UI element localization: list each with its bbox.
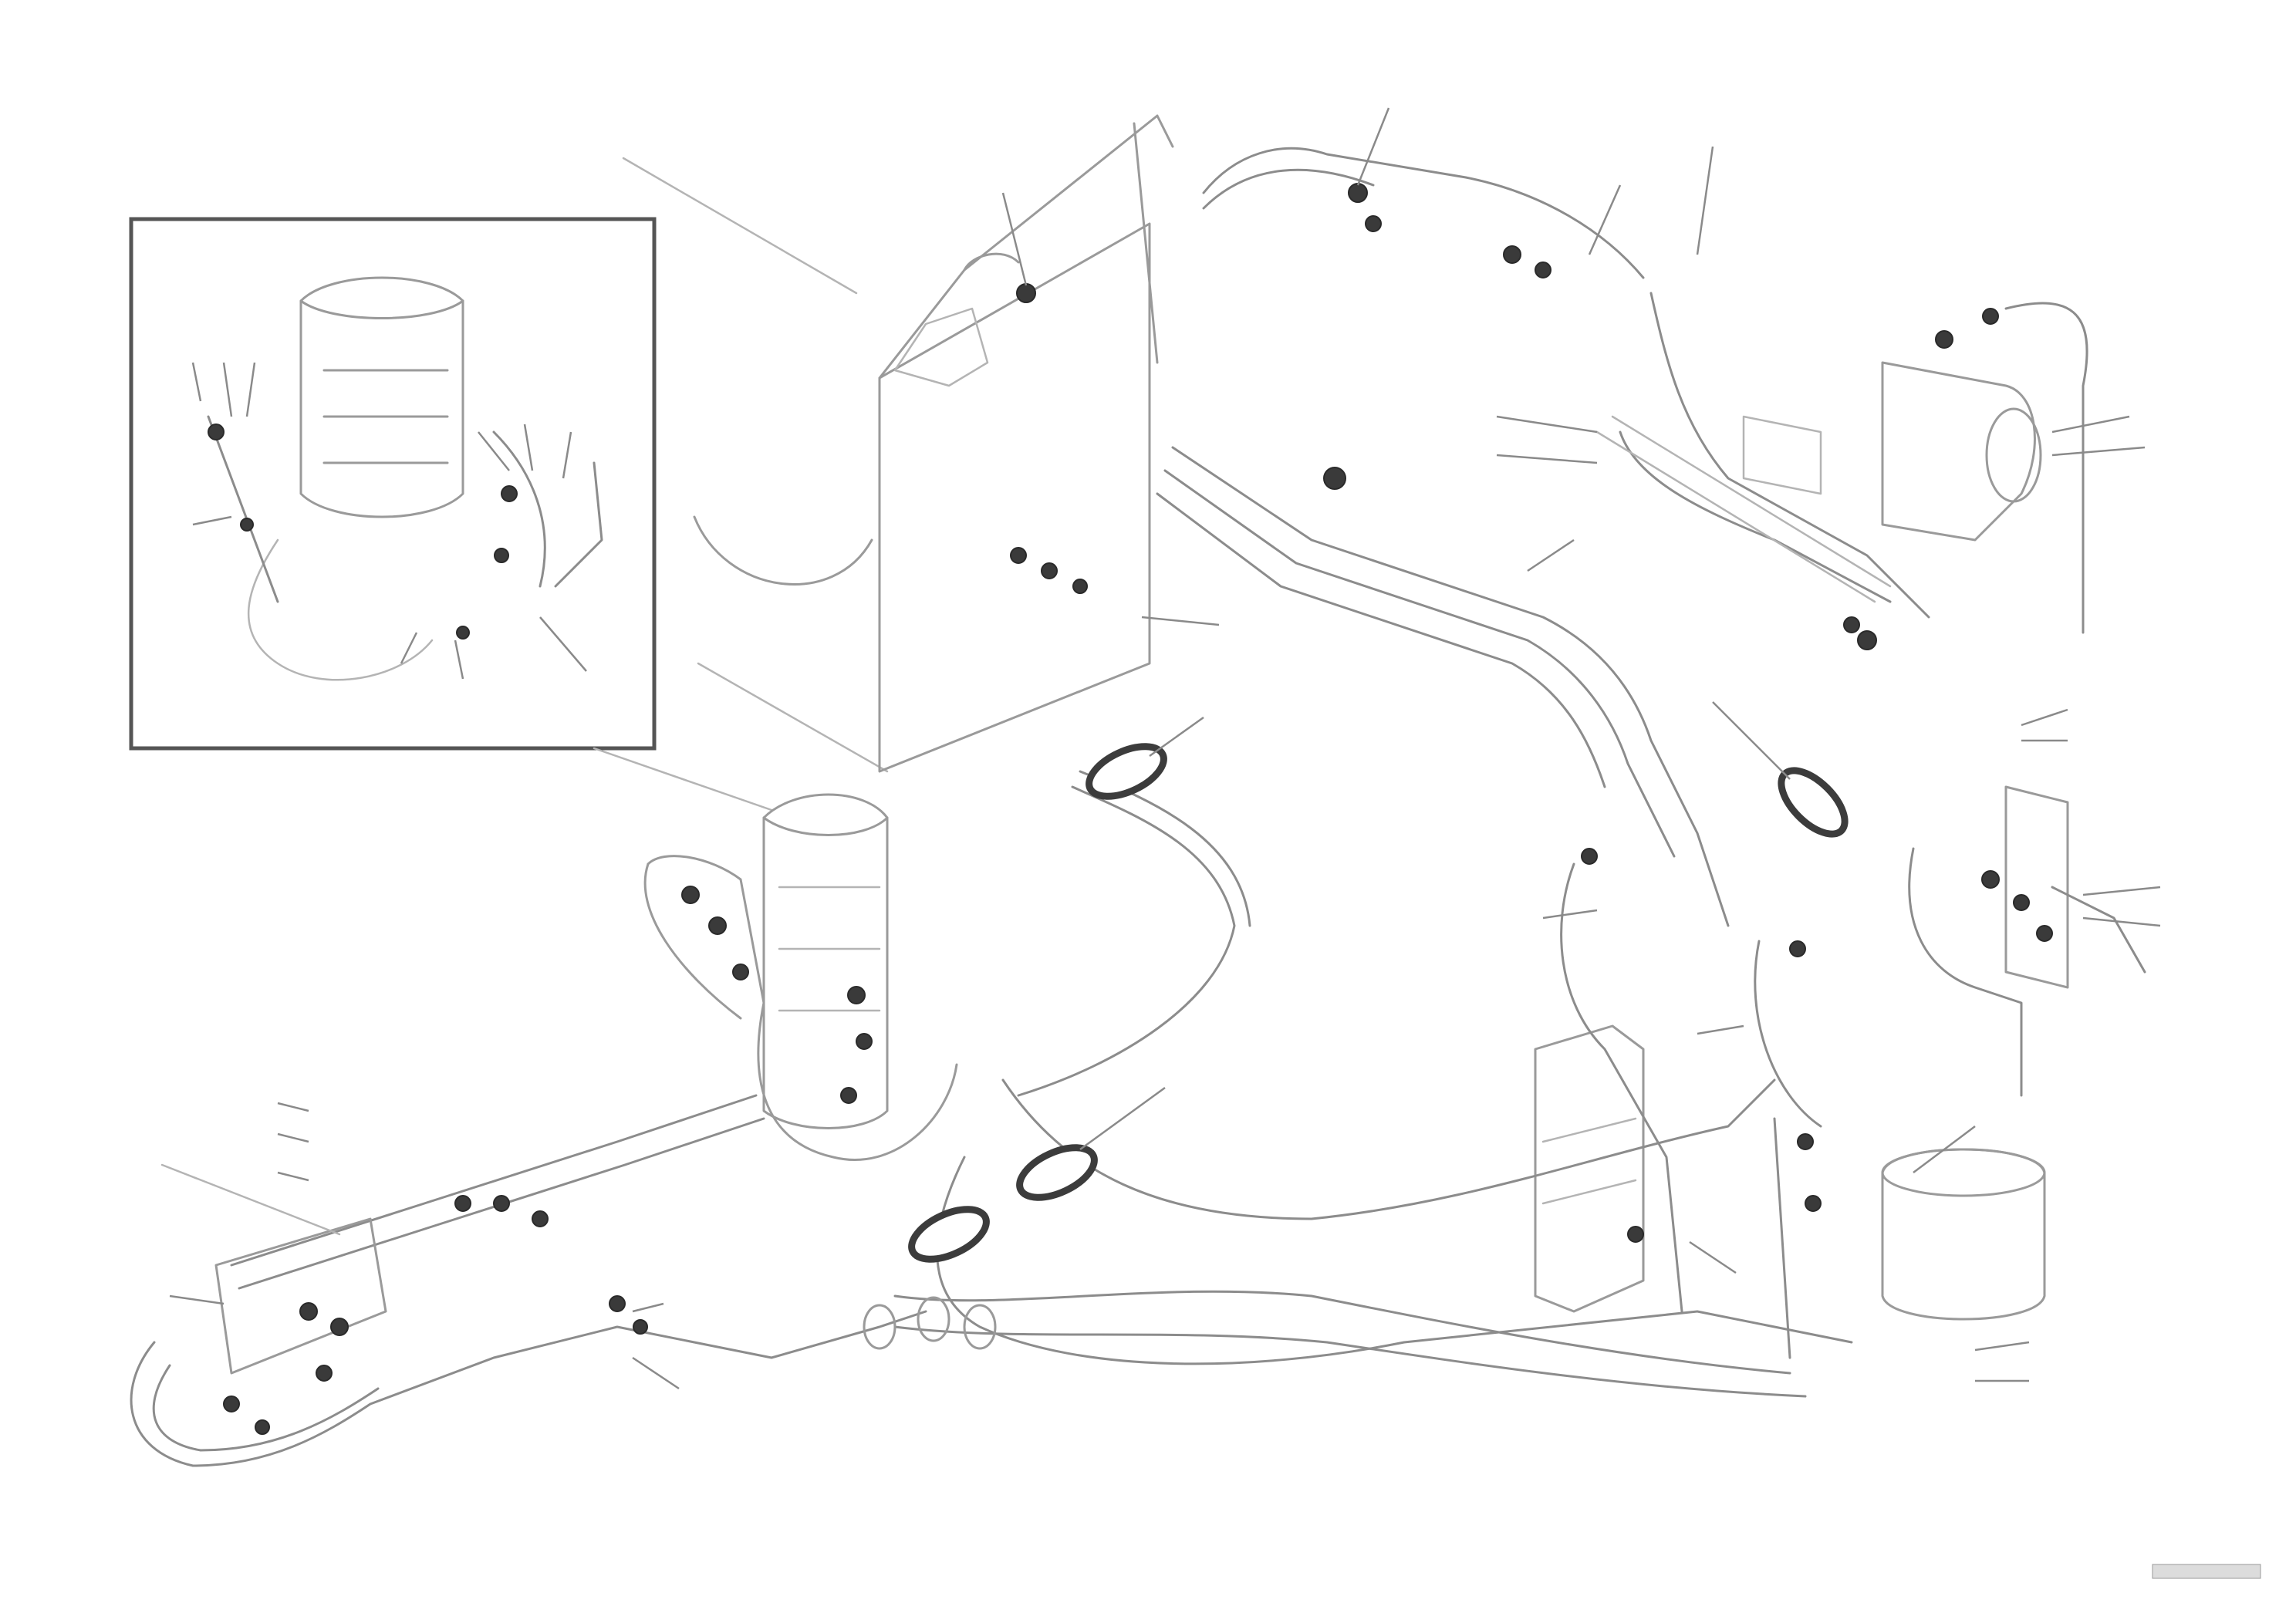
hose-connector bbox=[963, 1304, 997, 1350]
part-callout-leaders bbox=[169, 107, 2161, 1390]
inset-detail-frame bbox=[129, 217, 657, 751]
upper-hose-bundle bbox=[1156, 147, 1930, 927]
left-hose-bundle bbox=[130, 1094, 927, 1467]
filter-housing-left bbox=[1534, 1024, 1645, 1313]
filter-housing-right bbox=[1881, 1148, 2046, 1321]
hose-connector bbox=[863, 1304, 896, 1350]
inset-part-number-leads bbox=[191, 362, 587, 680]
hose-clamp-ring bbox=[908, 1206, 990, 1263]
hose-clamp-ring bbox=[1016, 1144, 1098, 1201]
hose-connector bbox=[917, 1296, 950, 1342]
tank-leader-line-lower bbox=[697, 662, 889, 773]
central-valve-body bbox=[643, 793, 958, 1161]
drawing-reference-block bbox=[2152, 1564, 2261, 1579]
tank-leader-line bbox=[622, 157, 858, 295]
inset-detail-valve bbox=[207, 276, 603, 681]
right-lower-valve-block bbox=[1908, 785, 2146, 1097]
upper-fittings bbox=[1010, 183, 1822, 1243]
hose-clamp-ring bbox=[1086, 743, 1167, 800]
right-valve-assembly bbox=[1742, 302, 2088, 650]
hydraulic-tank bbox=[693, 114, 1174, 773]
inset-connector-leader bbox=[593, 747, 773, 812]
